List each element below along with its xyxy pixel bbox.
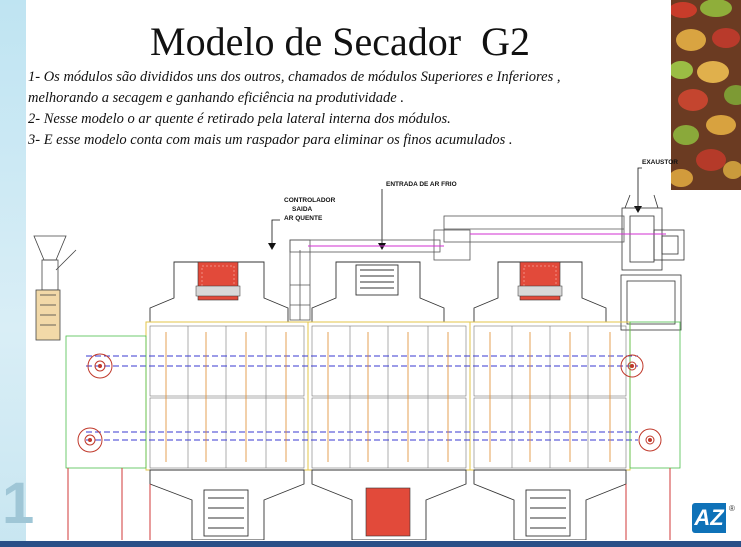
sprocket-hubs [88, 364, 652, 442]
bottom-burner [365, 487, 411, 537]
label-entrada-ar-frio: ENTRADA DE AR FRIO [386, 181, 457, 188]
exhaust-fan [620, 194, 685, 331]
label-exaustor: EXAUSTOR [642, 159, 678, 166]
module-cells [149, 325, 627, 469]
registered-mark: ® [729, 504, 735, 513]
bullet-line-4: 3- E esse modelo conta com mais um raspa… [28, 132, 513, 148]
burner-units [195, 261, 563, 301]
conveyor-lines [86, 355, 638, 441]
label-saida: SAIDA [292, 206, 313, 213]
leader-lines [271, 167, 642, 245]
slide-number: 1 [2, 471, 35, 536]
dryer-schematic: EXAUSTOR ENTRADA DE AR FRIO CONTROLADOR … [33, 159, 685, 540]
label-ar-quente: AR QUENTE [284, 215, 323, 222]
support-legs [67, 468, 671, 540]
bullet-list: 1- Os módulos são divididos uns dos outr… [28, 67, 678, 151]
orange-supports [165, 332, 611, 462]
arrow-heads [268, 206, 642, 250]
sprocket-wheels [77, 353, 662, 453]
bottom-strip [0, 541, 741, 547]
pet-food-kibble-photo [671, 0, 741, 190]
feeder-hopper [33, 235, 77, 341]
bottom-hoppers [149, 469, 627, 540]
company-logo: AZ [692, 503, 726, 533]
page-title: Modelo de Secador G2 [150, 19, 530, 64]
bullet-line-1: 1- Os módulos são divididos uns dos outr… [28, 69, 561, 85]
air-ducts [289, 215, 625, 321]
label-controlador: CONTROLADOR [284, 197, 336, 204]
green-frame [65, 321, 681, 469]
left-background-band [0, 0, 26, 547]
bullet-line-3: 2- Nesse modelo o ar quente é retirado p… [28, 111, 451, 127]
magenta-air-line [308, 233, 666, 247]
bullet-line-2: melhorando a secagem e ganhando eficiênc… [28, 90, 404, 106]
